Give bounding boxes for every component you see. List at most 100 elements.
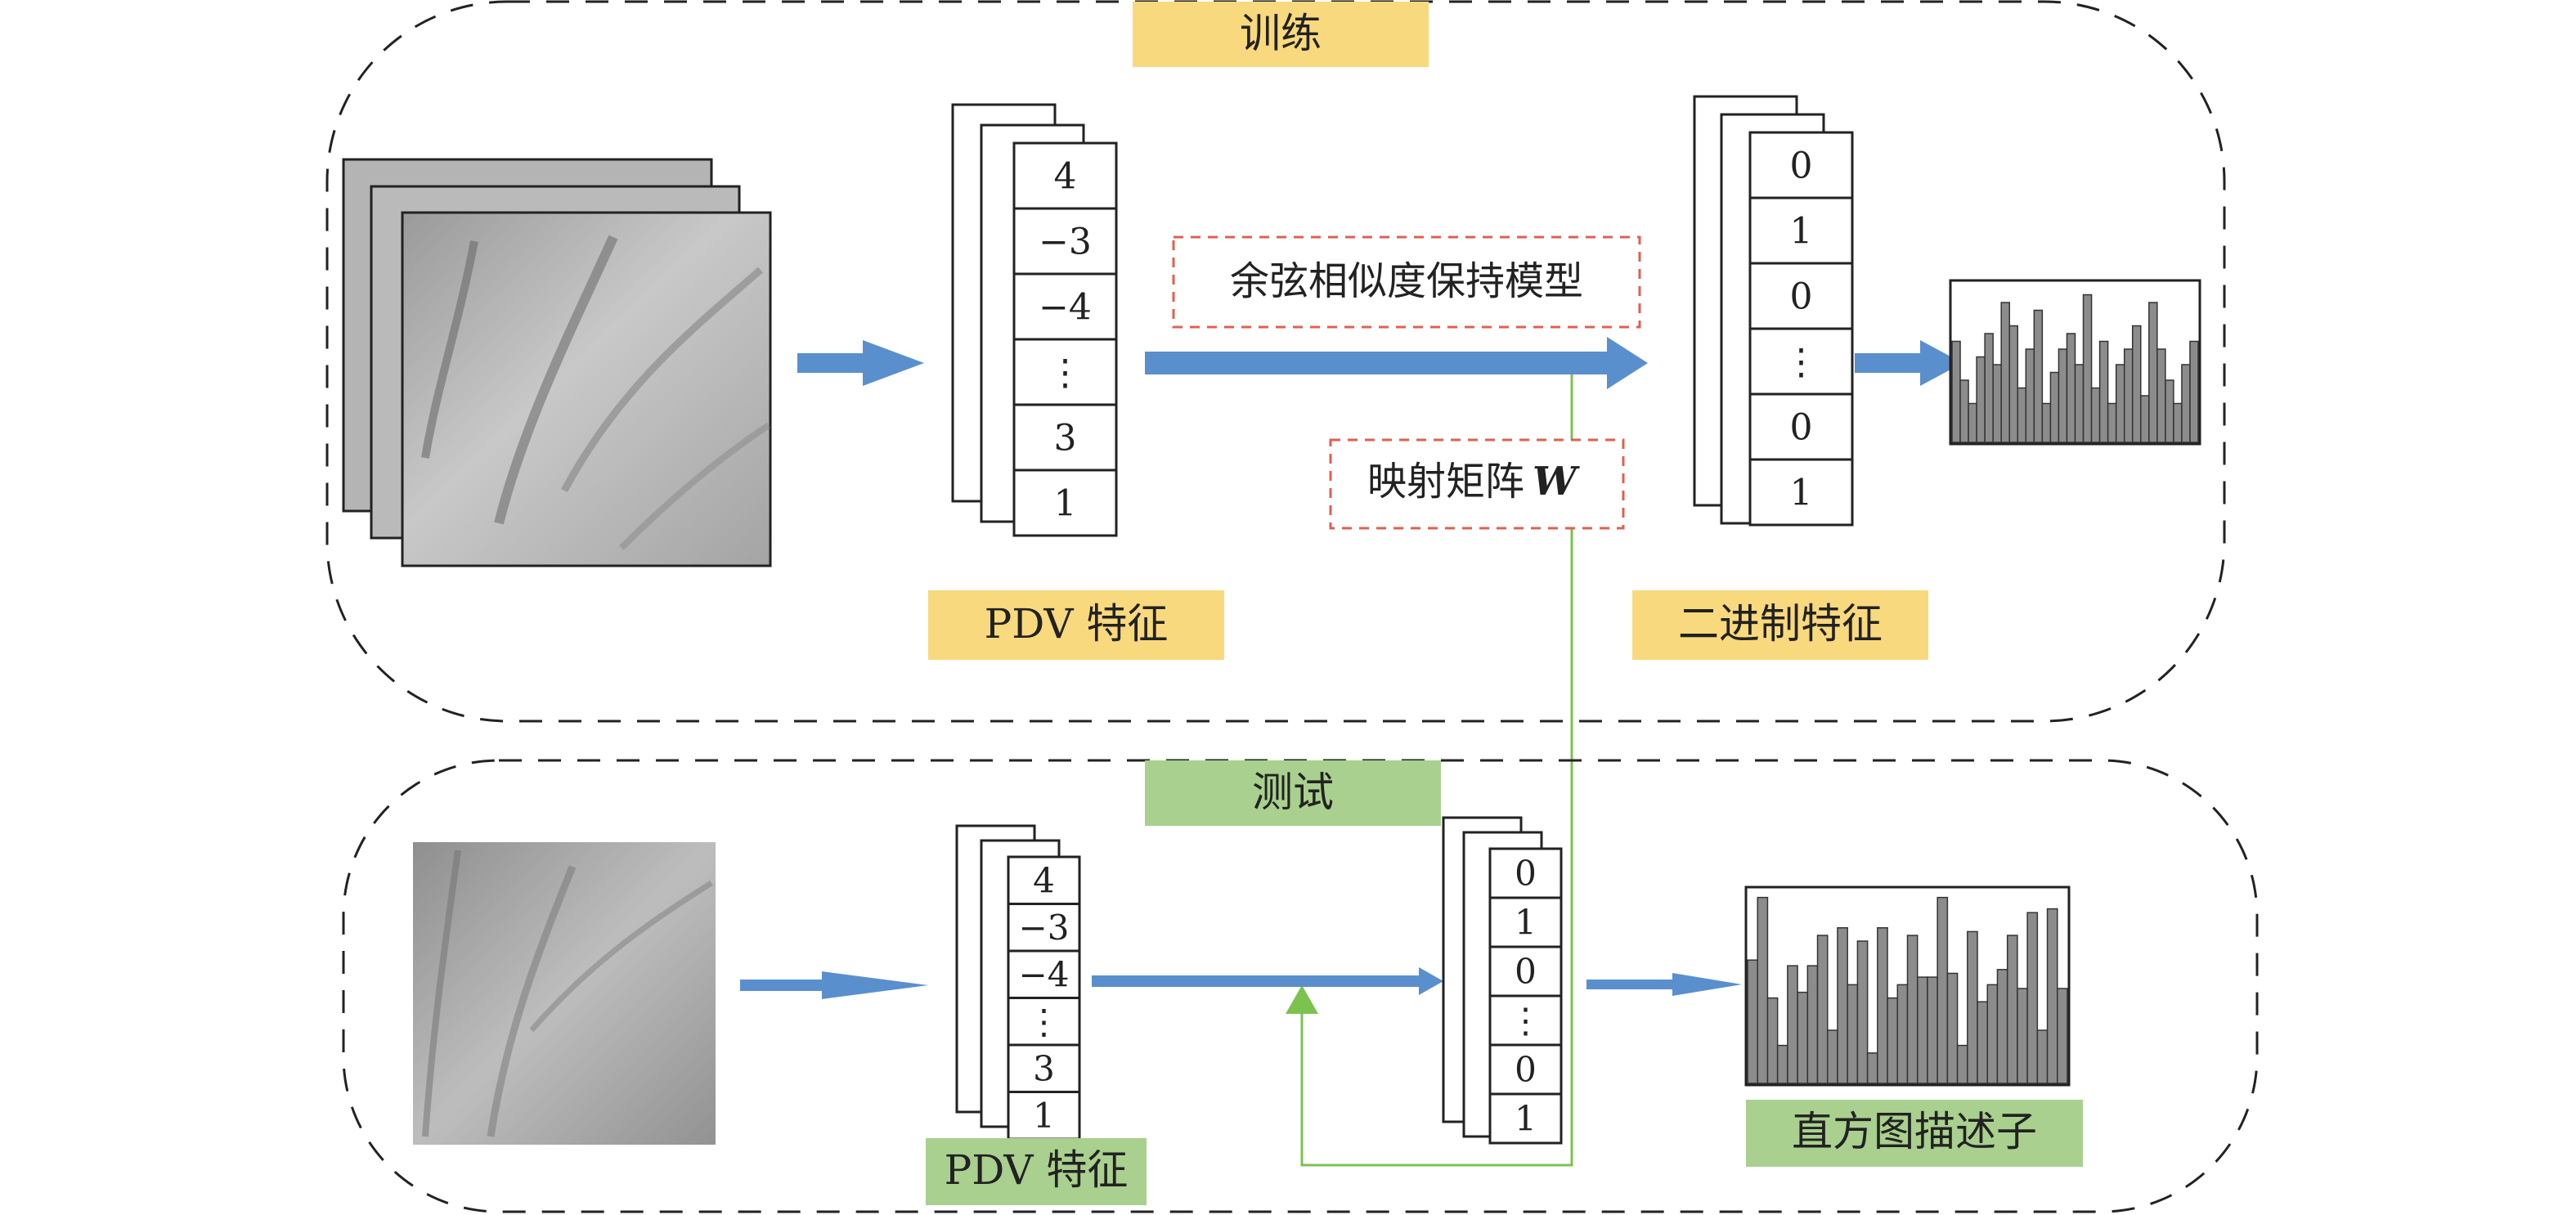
testing-binary-value: 0 [1515, 1050, 1537, 1090]
training-histogram-bar [2189, 340, 2199, 443]
training-histogram-bar [2165, 379, 2174, 443]
testing-histogram-bar [1827, 1029, 1838, 1084]
training-arrow-to-pdv [797, 340, 924, 386]
training-binary-cell [1748, 392, 1854, 461]
testing-histogram-bar [1856, 940, 1869, 1084]
training-pdv-value: −4 [1039, 286, 1092, 328]
testing-histogram-bar [1896, 984, 1909, 1084]
testing-binary-cell [1488, 994, 1563, 1047]
testing-histogram-bar [1967, 930, 1978, 1084]
training-arrow-to-histogram [1855, 340, 1963, 386]
training-histogram-bar [1968, 402, 1977, 443]
training-histogram-bar [1984, 333, 1994, 443]
training-arrow-to-binary [1145, 337, 1648, 389]
training-histogram-bar [2074, 364, 2085, 443]
testing-section-label-bg [1145, 760, 1441, 826]
testing-pdv-label-bg [926, 1138, 1147, 1205]
training-pdv-value: 1 [1054, 482, 1077, 524]
training-histogram-bar [2181, 364, 2191, 443]
testing-pdv-value: 1 [1033, 1096, 1055, 1136]
testing-histogram-bar [1927, 976, 1938, 1084]
model-label-box [1172, 235, 1641, 329]
training-histogram-bar [1992, 364, 2002, 443]
training-histogram-bar [2049, 371, 2060, 443]
testing-histogram-bar [1837, 927, 1848, 1084]
training-section-label: 训练 [1240, 10, 1322, 57]
testing-pdv-value: 4 [1033, 860, 1055, 900]
training-histogram-bar [2098, 340, 2109, 443]
training-histogram-bar [2000, 302, 2010, 443]
testing-histogram-bar [1877, 927, 1888, 1084]
testing-histogram-bar [2036, 1029, 2049, 1084]
mapping-connector [1286, 374, 1573, 1167]
testing-binary-value: 0 [1515, 952, 1537, 992]
testing-histogram-bar [1776, 1044, 1788, 1084]
training-histogram-bar [2058, 348, 2068, 443]
training-pdv-value: −3 [1039, 221, 1092, 262]
model-label: 余弦相似度保持模型 [1230, 258, 1583, 304]
testing-pdv-value: ⋮ [1027, 1002, 1061, 1042]
testing-histogram-bar [1847, 984, 1859, 1084]
testing-arrow-to-binary [1092, 967, 1443, 995]
testing-histogram-bar [1916, 976, 1928, 1084]
training-histogram-bar [2156, 348, 2166, 443]
training-histogram-bar [2025, 348, 2035, 443]
testing-histogram-bar [1946, 972, 1959, 1084]
testing-pdv-cell [1007, 997, 1081, 1047]
training-palm-images [342, 158, 772, 567]
testing-pdv-value: 3 [1033, 1048, 1055, 1088]
training-binary-value: 1 [1790, 472, 1813, 513]
testing-histogram-bar [1816, 935, 1829, 1084]
training-histogram [1949, 279, 2201, 446]
testing-binary-cell [1488, 1092, 1563, 1145]
matrix-label-text: 映射矩阵 [1367, 459, 1524, 504]
testing-histogram-bar [2006, 935, 2018, 1084]
training-pdv-cell [1012, 338, 1118, 406]
training-binary-value: ⋮ [1784, 341, 1820, 383]
training-histogram-bar [2033, 309, 2044, 443]
training-pdv-value: 3 [1054, 417, 1077, 459]
testing-histogram-bar [1866, 1052, 1878, 1084]
training-binary-cell [1748, 131, 1854, 200]
testing-histogram-bar [1806, 965, 1819, 1084]
training-histogram-bar [2082, 294, 2093, 443]
training-binary-cell [1748, 262, 1854, 330]
training-histogram-bar [1959, 379, 1969, 443]
testing-pdv-value: −4 [1019, 954, 1070, 994]
training-histogram-bar [1951, 340, 1961, 443]
training-histogram-bar [2008, 325, 2019, 443]
testing-pdv-label: PDV 特征 [945, 1146, 1129, 1194]
testing-histogram-bar [1797, 991, 1809, 1084]
testing-histogram-bar [1977, 1001, 1988, 1084]
testing-palm-image [413, 842, 716, 1145]
training-histogram-bar [2140, 395, 2150, 443]
training-binary-value: 0 [1790, 145, 1813, 186]
testing-histogram-bar [1747, 959, 1758, 1084]
training-pdv-cell [1012, 403, 1118, 472]
testing-pdv-value: −3 [1019, 908, 1070, 948]
training-histogram-bar [2115, 364, 2125, 443]
training-binary-label-bg [1632, 590, 1928, 660]
training-binary-cell [1748, 196, 1854, 265]
testing-histogram-bar [1956, 1044, 1968, 1084]
training-histogram-bar [2107, 402, 2117, 443]
testing-histogram-bar [1766, 997, 1779, 1084]
testing-histogram-bar [1757, 896, 1769, 1084]
testing-binary-value: ⋮ [1509, 1001, 1543, 1041]
testing-histogram-bar [1986, 984, 1999, 1084]
testing-binary-value: 1 [1515, 903, 1537, 943]
testing-arrow-to-pdv [740, 971, 928, 999]
testing-histogram-label-bg [1746, 1100, 2083, 1167]
testing-histogram-bar [2017, 988, 2028, 1084]
testing-binary-value: 0 [1515, 854, 1537, 894]
training-histogram-bar [1976, 356, 1986, 443]
training-binary-value: 0 [1790, 276, 1813, 317]
training-binary-label: 二进制特征 [1678, 600, 1883, 648]
testing-histogram-bar [1936, 896, 1949, 1084]
testing-binary-cell [1488, 896, 1563, 948]
training-pdv-value: 4 [1054, 155, 1077, 197]
training-binary-cell [1748, 327, 1854, 396]
training-pdv-cell [1012, 272, 1118, 341]
training-histogram-bar [2017, 387, 2027, 443]
training-histogram-bar [2131, 325, 2142, 443]
